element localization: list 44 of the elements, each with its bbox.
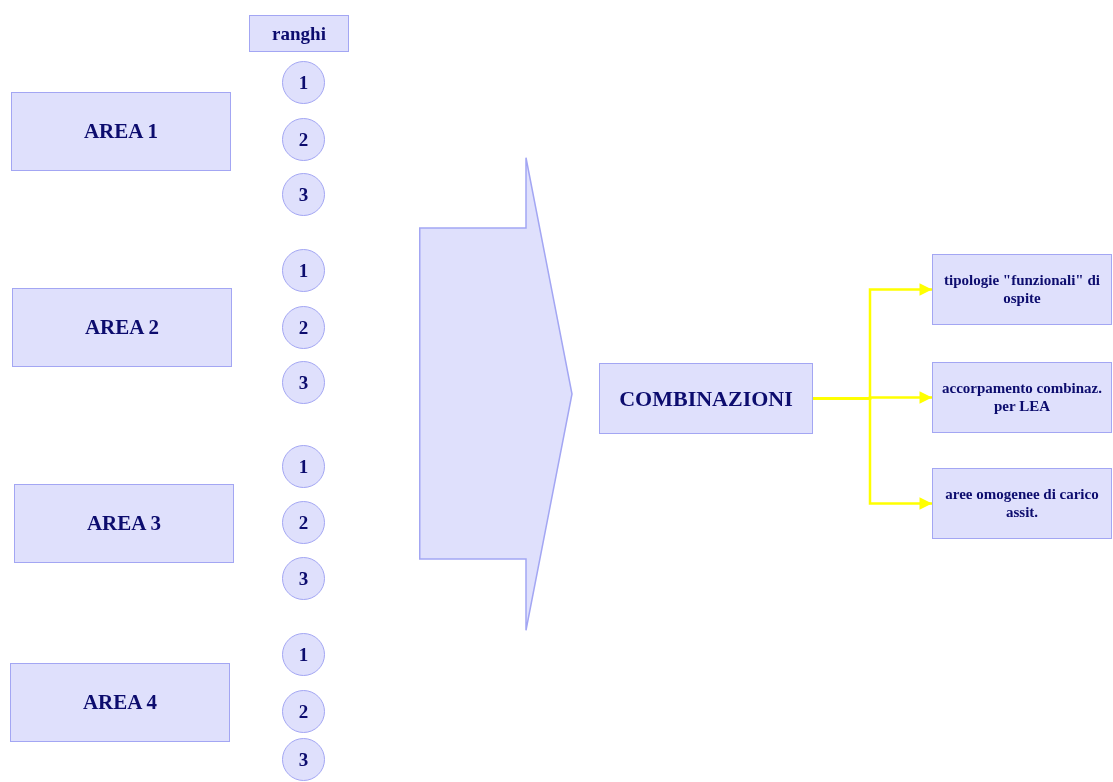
rank-circle [282,738,325,781]
rank-circle [282,306,325,349]
node-label: AREA 3 [86,511,162,536]
rank-circle [282,501,325,544]
rank-number: 2 [298,128,309,151]
rank-number: 2 [298,511,309,534]
rank-number: 3 [298,748,309,771]
rank-circle [282,690,325,733]
node-label: accorpamento combinaz. per LEA [941,380,1103,415]
rank-circle [282,633,325,676]
node-label: AREA 2 [84,315,160,340]
area-box [10,663,230,742]
node-label: AREA 1 [83,119,159,144]
block-arrow [419,157,573,631]
rank-number: 1 [298,259,309,282]
rank-number: 3 [298,183,309,206]
rank-circle [282,361,325,404]
area-box [12,288,232,367]
output-box [932,468,1112,539]
rank-circle [282,445,325,488]
rank-circle [282,61,325,104]
node-label: aree omogenee di carico assit. [944,486,1100,521]
rank-number: 3 [298,567,309,590]
rank-number: 2 [298,316,309,339]
rank-number: 1 [298,455,309,478]
rank-number: 1 [298,71,309,94]
output-box [932,254,1112,325]
rank-circle [282,557,325,600]
node-label: ranghi [272,22,326,45]
arrow [813,397,932,510]
rank-circle [282,118,325,161]
header-box [249,15,349,52]
output-box [932,362,1112,433]
process-box [599,363,813,434]
rank-circle [282,173,325,216]
rank-number: 2 [298,700,309,723]
area-box [14,484,234,563]
node-label: COMBINAZIONI [619,385,793,412]
rank-circle [282,249,325,292]
rank-number: 1 [298,643,309,666]
rank-number: 3 [298,371,309,394]
node-label: AREA 4 [82,690,158,715]
area-box [11,92,231,171]
node-label: tipologie "funzionali" di ospite [943,272,1101,307]
